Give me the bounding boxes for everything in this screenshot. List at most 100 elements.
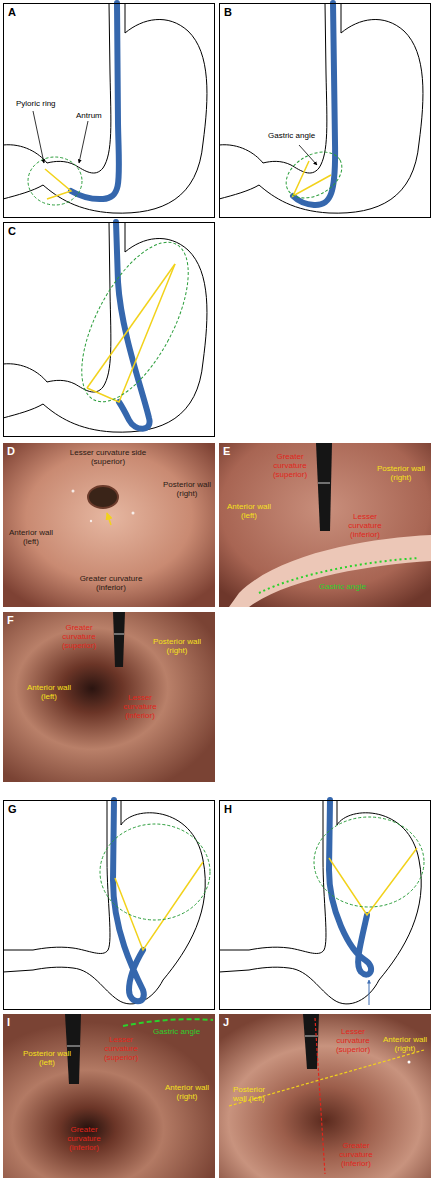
view-area bbox=[60, 226, 210, 417]
endoscope bbox=[293, 3, 335, 205]
endoscopic-photo bbox=[219, 1014, 431, 1178]
pylorus bbox=[88, 486, 118, 508]
anatomy-label: Anterior wall (right) bbox=[383, 1036, 427, 1054]
reflection bbox=[132, 512, 135, 515]
stomach-schematic bbox=[3, 3, 207, 213]
panel-letter: A bbox=[8, 6, 16, 18]
anatomy-label: Gastric angle bbox=[319, 583, 389, 592]
anatomy-label: Lesser curvature (superior) bbox=[325, 1028, 381, 1054]
endoscope-shaft bbox=[316, 443, 332, 531]
anatomy-label: Anterior wall (left) bbox=[25, 684, 73, 702]
leader-line bbox=[79, 121, 88, 163]
photo-panel: I Posterior wall (left) Lesser curvature (… bbox=[3, 1014, 215, 1178]
mucosa bbox=[3, 443, 215, 607]
stomach-schematic bbox=[219, 800, 424, 1005]
scope-marking bbox=[114, 634, 124, 635]
panel-letter: D bbox=[7, 445, 15, 457]
lesser-curvature bbox=[3, 800, 110, 953]
panel-letter: I bbox=[7, 1016, 10, 1028]
anatomy-label: Anterior wall (left) bbox=[7, 529, 55, 547]
greater-curvature bbox=[3, 800, 205, 1004]
view-area bbox=[100, 824, 210, 920]
photo-panel: F Greater curvature (superior) Posterior w… bbox=[3, 612, 215, 782]
anatomy-label: Greater curvature (superior) bbox=[264, 453, 316, 479]
reflection bbox=[408, 1061, 411, 1064]
stomach-schematic bbox=[3, 222, 210, 432]
view-field bbox=[329, 848, 417, 915]
panel-letter: H bbox=[224, 803, 232, 815]
mucosa bbox=[3, 612, 215, 782]
photo-panel: D Lesser curvature side (superior) Posteri… bbox=[3, 443, 215, 607]
gastric-angle-line bbox=[259, 558, 419, 593]
anatomy-label: Posterior wall (left) bbox=[227, 1086, 271, 1104]
anatomy-label: Gastric angle bbox=[268, 132, 338, 141]
anatomy-label: Greater curvature (superior) bbox=[51, 624, 107, 650]
reflection bbox=[90, 520, 92, 522]
panel-letter: B bbox=[224, 6, 232, 18]
anatomy-label: Posterior wall (right) bbox=[153, 638, 201, 656]
view-field bbox=[45, 169, 71, 199]
anatomy-label: Greater curvature (inferior) bbox=[327, 1142, 385, 1168]
anatomy-label: Posterior wall (right) bbox=[163, 481, 211, 499]
schematic-panel: H bbox=[219, 800, 431, 1010]
anatomy-label: Posterior wall (left) bbox=[23, 1050, 71, 1068]
endoscope-shaft bbox=[65, 1014, 81, 1084]
view-field bbox=[87, 264, 175, 388]
greater-curvature bbox=[3, 222, 207, 432]
anatomy-label: Greater curvature (inferior) bbox=[75, 575, 147, 593]
pointer-arrow bbox=[107, 513, 111, 525]
gastric-angle-fold bbox=[229, 535, 431, 607]
mucosa bbox=[3, 1014, 215, 1178]
reflection bbox=[72, 490, 75, 493]
view-area bbox=[28, 157, 82, 205]
endoscopic-photo bbox=[3, 1014, 215, 1178]
panel-letter: F bbox=[7, 614, 14, 626]
anatomy-label: Greater curvature (inferior) bbox=[55, 1126, 113, 1152]
anatomy-label: Anterior wall (right) bbox=[163, 1084, 211, 1102]
view-area bbox=[278, 143, 350, 208]
endoscope bbox=[71, 3, 119, 199]
lesser-curvature bbox=[219, 3, 327, 173]
view-field bbox=[87, 264, 175, 402]
panel-letter: C bbox=[8, 225, 16, 237]
panel-letter: E bbox=[223, 445, 230, 457]
endoscopic-photo bbox=[3, 612, 215, 782]
axis-line bbox=[315, 1018, 325, 1174]
panel-letter: J bbox=[223, 1016, 229, 1028]
anatomy-label: Lesser curvature (inferior) bbox=[111, 694, 169, 720]
panel-letter: G bbox=[8, 803, 17, 815]
direction-arrow bbox=[369, 980, 370, 1005]
photo-panel: E Greater curvature (superior) Posterior w… bbox=[219, 443, 431, 607]
anatomy-label: Lesser curvature (superior) bbox=[93, 1036, 149, 1062]
photo-panel: J Lesser curvature (superior)Anterior wal… bbox=[219, 1014, 431, 1178]
greater-curvature bbox=[219, 800, 421, 1004]
lesser-curvature bbox=[219, 800, 326, 953]
view-area bbox=[314, 817, 424, 907]
schematic-panel: C bbox=[3, 222, 215, 437]
endoscope-shaft bbox=[303, 1014, 319, 1069]
endoscopic-photo bbox=[219, 443, 431, 607]
scope-marking bbox=[318, 483, 330, 484]
view-field bbox=[115, 862, 203, 950]
leader-line bbox=[33, 111, 44, 163]
schematic-panel: APyloric ringAntrum bbox=[3, 3, 215, 218]
mucosa bbox=[219, 443, 431, 607]
scope-marking bbox=[67, 1046, 80, 1047]
view-field bbox=[293, 161, 331, 196]
greater-curvature bbox=[3, 3, 207, 213]
anatomy-label: Gastric angle bbox=[153, 1028, 213, 1037]
schematic-panel: G bbox=[3, 800, 215, 1010]
anatomy-label: Posterior wall (right) bbox=[377, 465, 425, 483]
stomach-schematic bbox=[219, 3, 423, 213]
mucosa bbox=[219, 1014, 431, 1178]
schematic-panel: B Gastric angle bbox=[219, 3, 431, 218]
stomach-schematic bbox=[3, 800, 210, 1004]
lesser-curvature bbox=[3, 222, 111, 392]
leader-line bbox=[299, 145, 317, 165]
anatomy-label: Antrum bbox=[76, 112, 126, 121]
lesser-curvature bbox=[3, 3, 111, 173]
anatomy-label: Lesser curvature side (superior) bbox=[58, 449, 158, 467]
